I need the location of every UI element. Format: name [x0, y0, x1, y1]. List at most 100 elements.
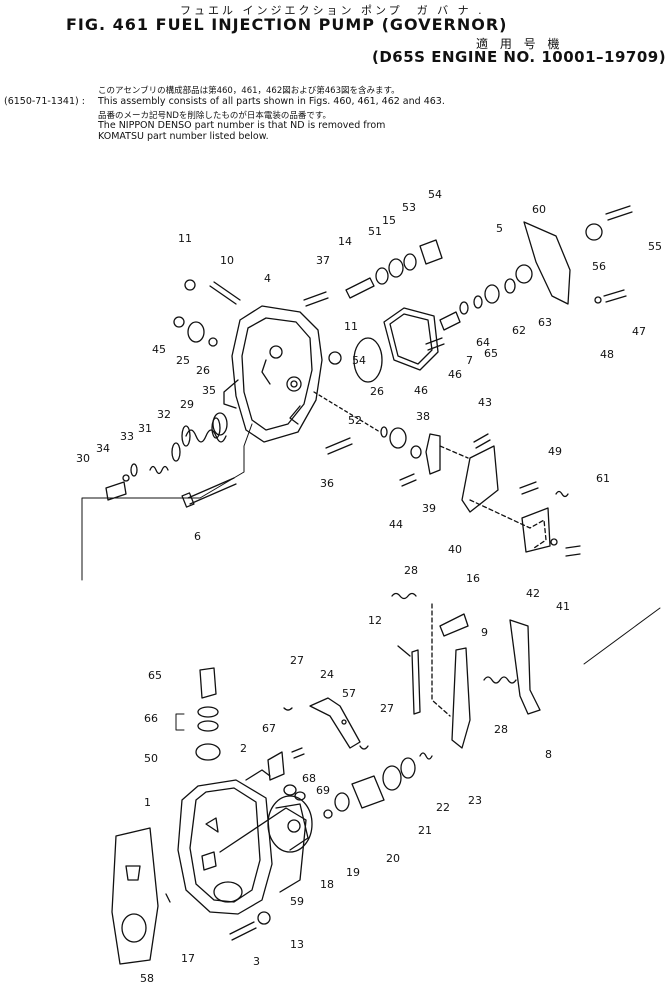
link-part-12: [411, 649, 421, 715]
pin-part-10: [209, 281, 241, 305]
callout-54: 54: [428, 188, 442, 201]
assembly-part-number: (6150-71-1341) :: [4, 96, 85, 107]
plate-part-43: [521, 507, 551, 553]
callout-18: 18: [320, 878, 334, 891]
o-ring-part-56: [353, 337, 383, 383]
callout-48: 48: [600, 348, 614, 361]
plate-part-2: [267, 751, 285, 781]
spring-part-63: [555, 490, 569, 498]
callout-12: 12: [368, 614, 382, 627]
note-jp-line-1: このアセンブリの構成部品は第460，461，462図および第463図を含みます。: [98, 86, 400, 96]
callout-27: 27: [380, 702, 394, 715]
callout-21: 21: [418, 824, 432, 837]
lever-part-42: [461, 445, 499, 513]
bolt-part-6: [187, 477, 237, 505]
washer-part-40: [410, 445, 422, 459]
callout-16: 16: [466, 572, 480, 585]
nut-part-13: [257, 911, 271, 925]
callout-26: 26: [370, 385, 384, 398]
callout-29: 29: [180, 398, 194, 411]
snap-ring-part-23: [400, 757, 416, 779]
washer-part-36: [122, 474, 130, 482]
bolt-part-50: [603, 289, 627, 303]
lever-part-16: [439, 613, 469, 637]
plug-part-67: [199, 667, 217, 699]
callout-17: 17: [181, 952, 195, 965]
note-en-line-2: The NIPPON DENSO part number is that ND …: [98, 120, 386, 131]
engine-number-range: (D65S ENGINE NO. 10001–19709): [372, 48, 667, 66]
callout-7: 7: [466, 354, 473, 367]
callout-25: 25: [176, 354, 190, 367]
callout-46: 46: [414, 384, 428, 397]
ring-part-27b: [380, 426, 388, 438]
callout-49: 49: [548, 445, 562, 458]
callout-39: 39: [422, 502, 436, 515]
bolt-part-38: [325, 437, 353, 455]
lever-part-9: [451, 647, 471, 749]
washer-part-34: [130, 463, 138, 477]
nut-part-20: [334, 792, 350, 812]
callout-3: 3: [253, 955, 260, 968]
washer-part-65b: [473, 295, 483, 309]
callout-67: 67: [262, 722, 276, 735]
ring-part-28b: [359, 745, 369, 750]
callout-1: 1: [144, 796, 151, 809]
callout-2: 2: [240, 742, 247, 755]
nut-part-53: [195, 743, 221, 761]
lever-part-8: [509, 619, 541, 715]
callout-35: 35: [202, 384, 216, 397]
callout-38: 38: [416, 410, 430, 423]
callout-15: 15: [382, 214, 396, 227]
bolt-part-3: [229, 921, 257, 941]
note-en-line-1: This assembly consists of all parts show…: [98, 96, 445, 107]
bracket-part-62: [523, 221, 571, 305]
stud-part-57: [605, 205, 633, 221]
nut-part-58: [585, 223, 603, 241]
flyweight-part-18: [267, 795, 313, 853]
callout-24: 24: [320, 668, 334, 681]
callout-4: 4: [264, 272, 271, 285]
callout-63: 63: [538, 316, 552, 329]
callout-69: 69: [316, 784, 330, 797]
spring-part-31: [181, 417, 227, 447]
callout-11: 11: [178, 232, 192, 245]
callout-56: 56: [592, 260, 606, 273]
callout-32: 32: [157, 408, 171, 421]
nut-part-11a: [184, 279, 196, 291]
ring-part-27a: [208, 337, 218, 347]
shaft-part-25: [309, 697, 361, 749]
callout-54: 54: [352, 354, 366, 367]
callout-10: 10: [220, 254, 234, 267]
callout-11: 11: [344, 320, 358, 333]
ring-part-28a: [283, 707, 293, 711]
callout-68: 68: [302, 772, 316, 785]
callout-14: 14: [338, 235, 352, 248]
callout-30: 30: [76, 452, 90, 465]
bolt-part-32: [105, 481, 127, 501]
governor-cover-part-4: [223, 305, 323, 443]
bolt-part-46b: [399, 473, 417, 487]
ring-part-54a: [375, 267, 389, 285]
callout-19: 19: [346, 866, 360, 879]
callout-43: 43: [478, 396, 492, 409]
lever-part-41: [425, 433, 441, 475]
callout-28: 28: [404, 564, 418, 577]
callout-23: 23: [468, 794, 482, 807]
callout-47: 47: [632, 325, 646, 338]
pin-part-17: [165, 893, 171, 903]
nut-part-64: [484, 284, 500, 304]
gasket-part-49: [383, 307, 439, 371]
washer-part-15: [388, 258, 404, 278]
callout-64: 64: [476, 336, 490, 349]
callout-61: 61: [596, 472, 610, 485]
washer-part-71: [294, 791, 306, 801]
callout-34: 34: [96, 442, 110, 455]
callout-26: 26: [196, 364, 210, 377]
washer-part-68a: [197, 706, 219, 718]
callout-60: 60: [532, 203, 546, 216]
note-en-line-3: KOMATSU part number listed below.: [98, 131, 269, 142]
note-jp-line-2: 品番のメーカ記号NDを削除したものが日本電装の品番です。: [98, 111, 332, 121]
bearing-part-22: [382, 765, 402, 791]
plug-part-14: [345, 277, 375, 299]
